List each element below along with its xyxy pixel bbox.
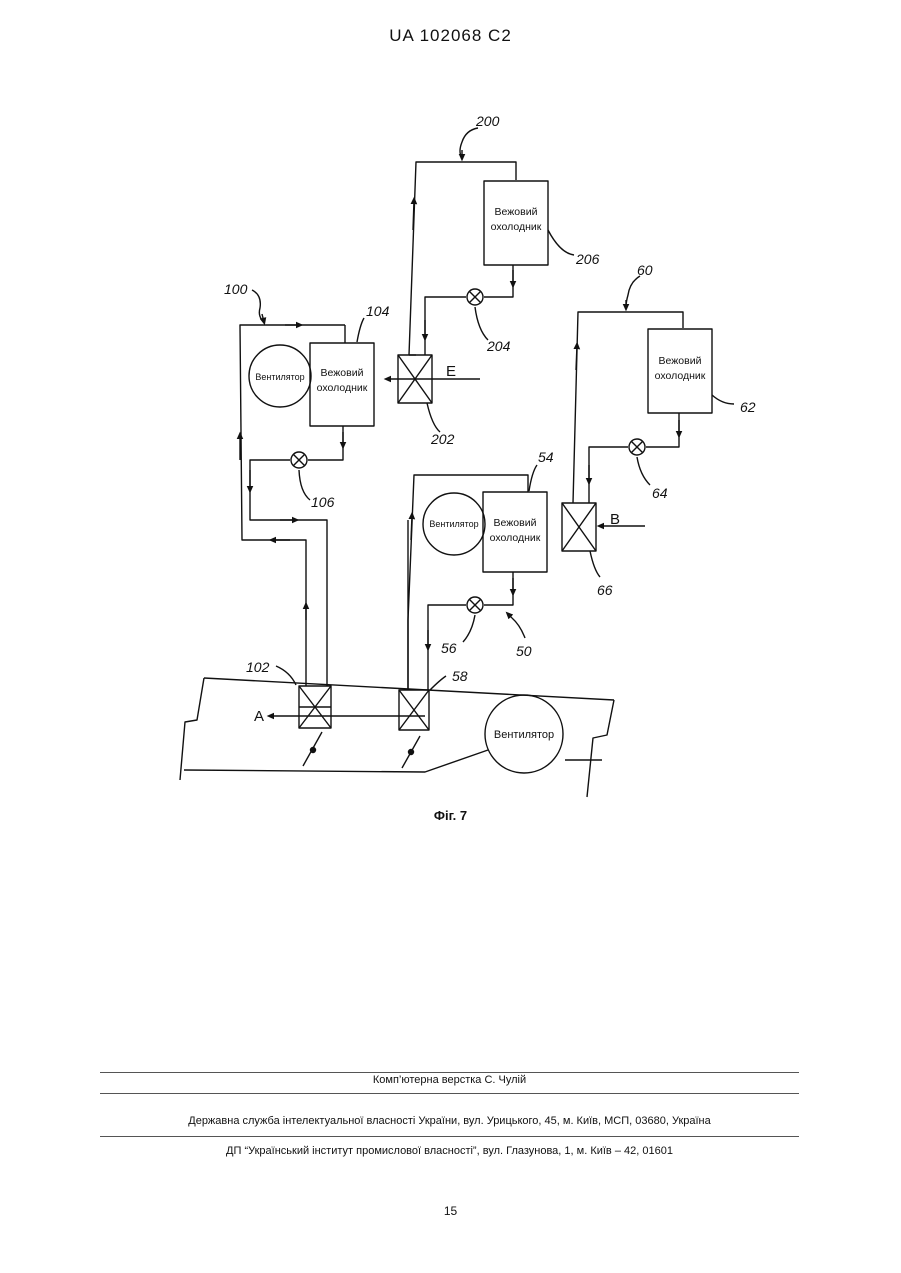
damper-102 <box>303 732 322 766</box>
footer-rule-3 <box>100 1136 799 1137</box>
duct-top-wall <box>204 678 614 700</box>
expansion-valve-106 <box>291 452 307 468</box>
duct-right-break <box>587 700 614 797</box>
cooler-206-label-2: охолодник <box>491 221 542 233</box>
cooler-54-label-2: охолодник <box>490 532 541 544</box>
institute-address: ДП “Український інститут промислової вла… <box>100 1145 799 1157</box>
damper-58 <box>402 736 420 768</box>
ref-104: 104 <box>366 303 390 319</box>
cooler-62-label-2: охолодник <box>655 370 706 382</box>
air-label-b: B <box>610 511 620 528</box>
circuit-200-outer <box>408 162 516 690</box>
ref-202: 202 <box>430 431 455 447</box>
cooler-54-label-1: Вежовий <box>494 517 537 529</box>
duct-bottom-wall <box>184 750 488 772</box>
air-label-a: A <box>254 708 264 725</box>
air-label-e: E <box>446 363 456 380</box>
agency-address: Державна служба інтелектуальної власност… <box>100 1115 799 1127</box>
layout-credit: Комп’ютерна верстка С. Чулій <box>100 1074 799 1086</box>
ref-64: 64 <box>652 485 668 501</box>
ref-50: 50 <box>516 643 532 659</box>
expansion-valve-56 <box>467 597 483 613</box>
heat-exchanger-58 <box>399 690 429 730</box>
ref-206: 206 <box>575 251 600 267</box>
duct-left-break <box>180 678 204 780</box>
ref-54: 54 <box>538 449 554 465</box>
fan-100-label: Вентилятор <box>255 372 304 382</box>
ref-102: 102 <box>246 659 270 675</box>
circuit-50-outer <box>408 475 528 690</box>
heat-exchanger-102 <box>299 686 331 728</box>
refrigeration-system-diagram: Вежовий охолодник Вежовий охолодник Вежо… <box>0 0 901 860</box>
ref-66: 66 <box>597 582 613 598</box>
fan-54-label: Вентилятор <box>429 519 478 529</box>
ref-60: 60 <box>637 262 653 278</box>
cooler-104-label-1: Вежовий <box>321 367 364 379</box>
cooler-206-label-1: Вежовий <box>495 206 538 218</box>
page-number: 15 <box>0 1204 901 1218</box>
ref-58: 58 <box>452 668 468 684</box>
expansion-valve-204 <box>467 289 483 305</box>
cooler-104-label-2: охолодник <box>317 382 368 394</box>
footer-rule-2 <box>100 1093 799 1094</box>
footer-rule-1 <box>100 1072 799 1073</box>
ref-204: 204 <box>486 338 511 354</box>
ref-56: 56 <box>441 640 457 656</box>
duct-fan-label: Вентилятор <box>494 729 554 741</box>
ref-100: 100 <box>224 281 248 297</box>
expansion-valve-64 <box>629 439 645 455</box>
ref-106: 106 <box>311 494 335 510</box>
cooler-62-label-1: Вежовий <box>659 355 702 367</box>
figure-caption: Фіг. 7 <box>0 808 901 823</box>
ref-62: 62 <box>740 399 756 415</box>
ref-200: 200 <box>475 113 500 129</box>
